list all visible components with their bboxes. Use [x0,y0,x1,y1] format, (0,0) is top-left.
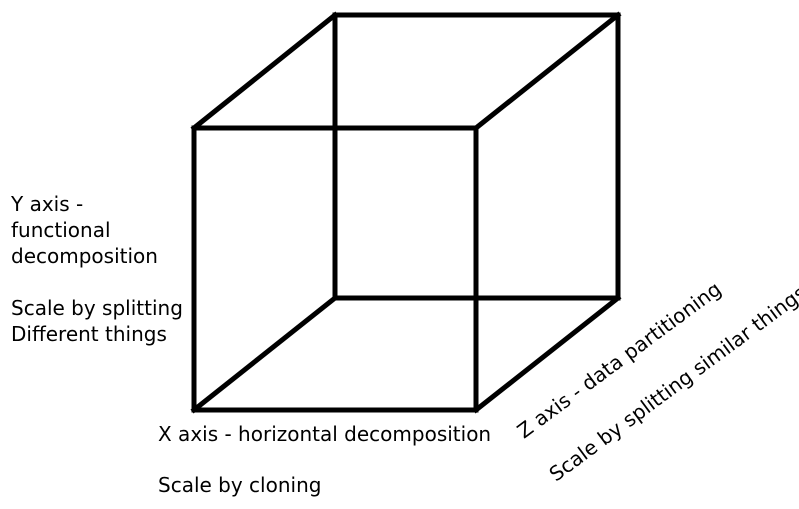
y-axis-label-group: Y axis - functional decomposition Scale … [11,191,183,347]
y-axis-title-line1: Y axis - [11,192,84,216]
cube-edge-connect-bottom-right [472,294,622,414]
y-axis-desc-line2: Different things [11,322,167,346]
y-axis-title-line2: functional [11,218,111,242]
y-axis-title-line3: decomposition [11,244,158,268]
x-axis-title: X axis - horizontal decomposition [158,422,492,446]
y-axis-desc-line1: Scale by splitting [11,296,183,320]
cube-edge-connect-top-right [472,11,622,132]
y-axis-spacer [11,269,183,295]
x-axis-description: Scale by cloning [158,473,322,497]
cube-edge-connect-bottom-left [190,294,339,414]
cube-edge-connect-top-left [190,11,339,132]
